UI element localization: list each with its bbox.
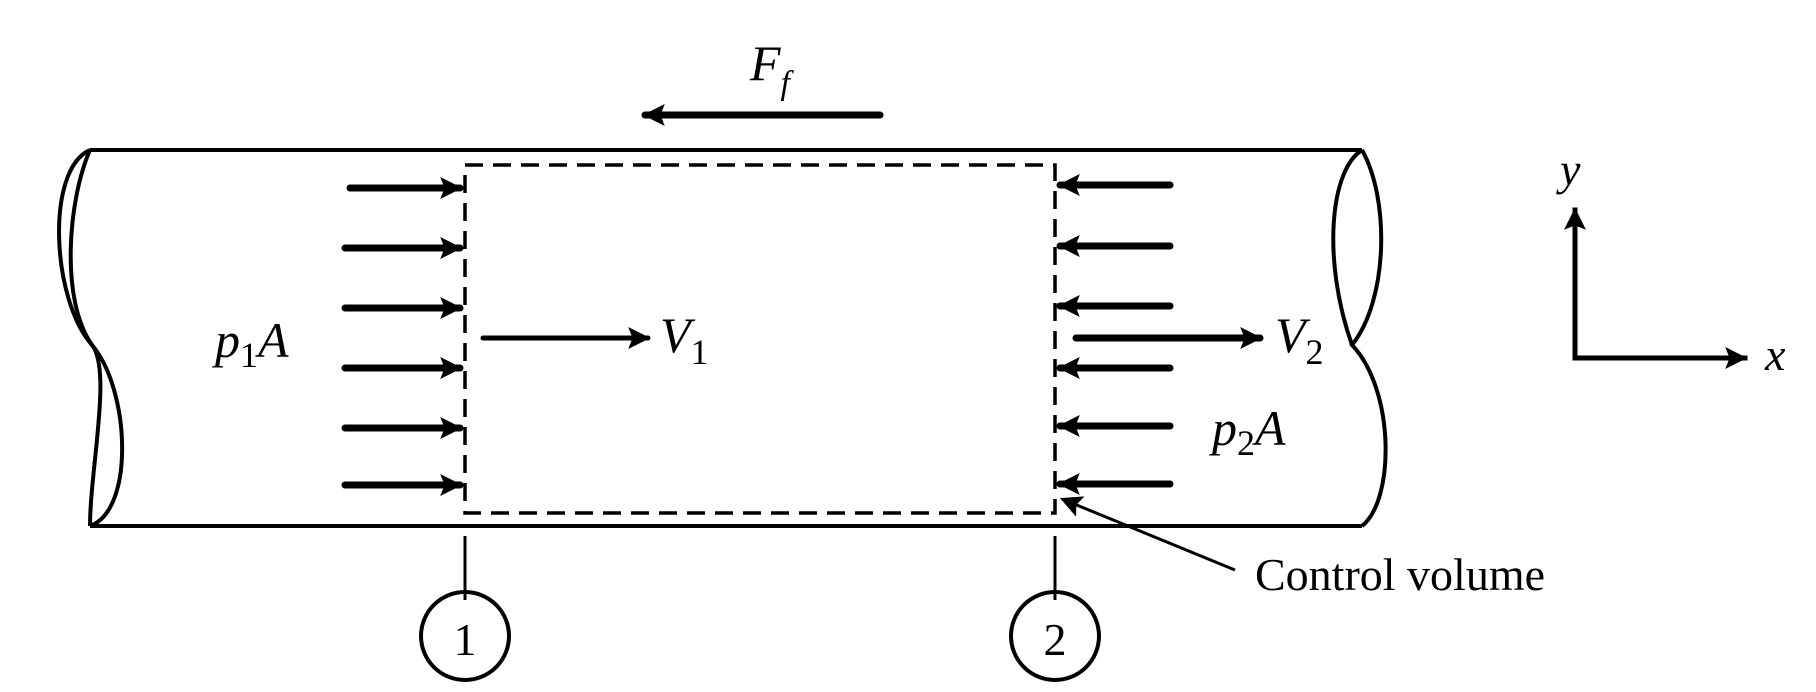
control-volume-label: Control volume <box>1255 549 1545 600</box>
x-axis-label: x <box>1764 329 1786 380</box>
section-2-circle <box>1009 590 1101 682</box>
section-1-label: 1 <box>454 614 477 665</box>
friction-force-label: Ff <box>749 35 795 102</box>
velocity-2-label: V2 <box>1275 307 1324 372</box>
control-volume-pointer <box>1059 496 1236 572</box>
section-2-label: 2 <box>1044 614 1067 665</box>
pipe-right-break-back <box>1331 148 1364 346</box>
pipe-right-break <box>1349 149 1388 528</box>
pressure-arrows-right <box>1056 174 1174 495</box>
pressure-force-1-label: p1A <box>212 312 289 375</box>
coordinate-axes <box>1564 207 1748 369</box>
pipe <box>57 148 1388 528</box>
velocity-1-label: V1 <box>660 307 709 372</box>
pressure-force-2-label: p2A <box>1209 400 1286 463</box>
section-1-circle <box>419 590 511 682</box>
pipe-left-break <box>57 148 125 528</box>
control-volume-boundary <box>463 163 1057 515</box>
pipe-left-break-back <box>68 149 103 527</box>
y-axis-label: y <box>1556 144 1581 195</box>
pressure-arrows-left <box>341 177 464 496</box>
